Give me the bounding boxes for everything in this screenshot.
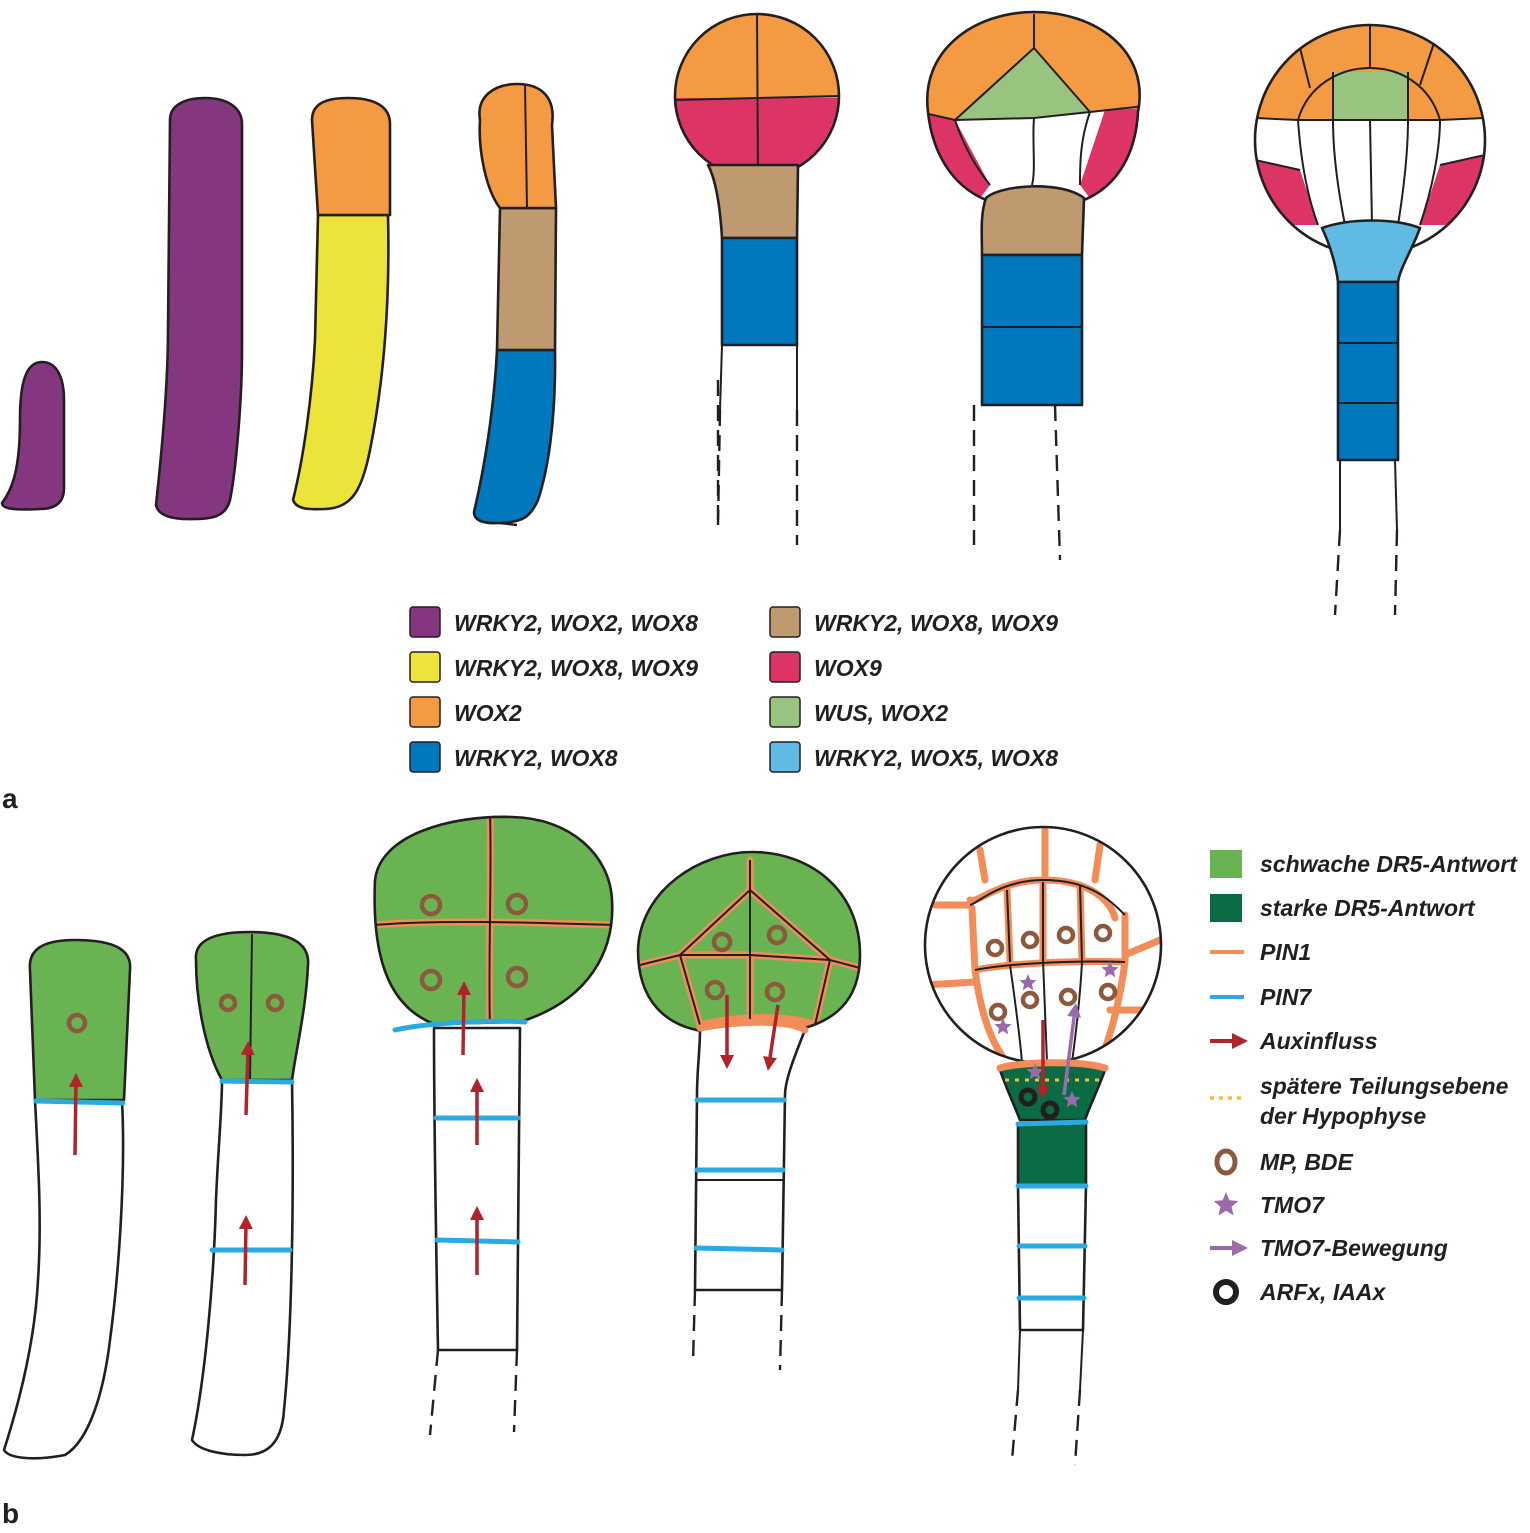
legend-a-label-3: WRKY2, WOX8 <box>454 745 618 771</box>
b5-tmo7-star-3 <box>1026 1063 1044 1080</box>
legend-b-label-9: ARFx, IAAx <box>1259 1279 1386 1305</box>
b1-two-cell-embryo <box>2 938 132 1460</box>
legend-a-label-2: WOX2 <box>454 700 522 726</box>
legend-b-label-1: starke DR5-Antwort <box>1260 895 1476 921</box>
a7-lightblue-hypophysis <box>1320 219 1422 284</box>
a4-tan-mid <box>495 206 558 352</box>
legend-b: schwache DR5-Antwort starke DR5-AntwortPI… <box>1210 850 1518 1305</box>
legend-a-swatch-5 <box>769 651 801 683</box>
legend-b-label-7: TMO7 <box>1260 1192 1325 1218</box>
a7-late-globular-embryo <box>1253 23 1487 616</box>
a4-blue-basal <box>472 348 557 525</box>
legend-b-label-4: Auxinfluss <box>1259 1028 1378 1054</box>
panel-label-b: b <box>2 1498 19 1529</box>
legend-a-swatch-7 <box>769 741 801 773</box>
legend-a-swatch-4 <box>769 606 801 638</box>
b5-tmo7-star-0 <box>1019 974 1037 991</box>
legend-b-label-3: PIN7 <box>1260 984 1312 1010</box>
panel-b: schwache DR5-Antwort starke DR5-AntwortPI… <box>2 815 1518 1529</box>
legend-a-label-4: WRKY2, WOX8, WOX9 <box>814 610 1058 636</box>
legend-a-label-5: WOX9 <box>814 655 882 681</box>
b5-uppermost-suspensor-strong-dr5 <box>1016 1121 1088 1187</box>
b1-auxin-arrow <box>68 1073 83 1156</box>
a5-tan-hypophysis <box>706 163 800 240</box>
legend-b-label-0: schwache DR5-Antwort <box>1260 851 1518 877</box>
a5-blue-suspensor <box>720 236 799 347</box>
b1-mp-bde-ring <box>66 1012 88 1034</box>
b5-arf-iaa-ring <box>1018 1087 1038 1107</box>
b5-tmo7-star-1 <box>1101 961 1119 978</box>
b2-embryo <box>190 930 310 1457</box>
a1-purple-zygote <box>0 360 66 511</box>
legend-b-label-5: spätere Teilungsebene <box>1260 1073 1509 1099</box>
black-ring-icon <box>1213 1279 1239 1305</box>
legend-a-swatch-2 <box>409 696 441 728</box>
b5-tmo7-star-2 <box>994 1018 1012 1035</box>
b5-dermatogen-embryo <box>923 825 1163 1466</box>
legend-a-swatch-1 <box>409 651 441 683</box>
a4-orange-apical <box>478 82 558 210</box>
legend-a-label-7: WRKY2, WOX5, WOX8 <box>814 745 1058 771</box>
b5-hypophysis-strong-dr5 <box>998 1060 1107 1122</box>
b1-apical-cell-weak-dr5 <box>28 938 132 1102</box>
a3-orange-apical-cell <box>310 96 392 217</box>
square-light-green-icon <box>1210 850 1242 878</box>
legend-a-swatch-3 <box>409 741 441 773</box>
brown-ring-icon <box>1214 1148 1238 1176</box>
b5-lower-suspensor <box>1016 1183 1088 1332</box>
b1-basal-cell <box>2 1098 125 1460</box>
a6-blue-suspensor <box>980 253 1084 407</box>
a6-tan-hypophysis <box>980 185 1086 257</box>
legend-b-label-5-line2: der Hypophyse <box>1260 1103 1426 1129</box>
a2-purple-elongated-zygote <box>154 96 244 521</box>
purple-star-icon <box>1213 1192 1239 1216</box>
a3-yellow-basal-cell <box>291 213 390 511</box>
b3-suspensor <box>432 1026 522 1352</box>
panel-label-a: a <box>2 783 18 814</box>
b2-suspensor <box>190 1078 295 1457</box>
legend-a-swatch-0 <box>409 606 441 638</box>
legend-b-label-2: PIN1 <box>1260 939 1311 965</box>
b4-octant-embryo <box>636 850 862 1371</box>
legend-a-label-6: WUS, WOX2 <box>814 700 948 726</box>
square-dark-green-icon <box>1210 894 1242 922</box>
legend-a-label-0: WRKY2, WOX2, WOX8 <box>454 610 698 636</box>
a6-early-heart-embryo <box>925 10 1141 561</box>
legend-b-label-6: MP, BDE <box>1260 1149 1354 1175</box>
a7-blue-suspensor <box>1336 280 1400 462</box>
legend-b-label-8: TMO7-Bewegung <box>1260 1235 1448 1261</box>
b5-tmo7-star-4 <box>1063 1091 1081 1108</box>
a5-globular-embryo <box>673 12 841 545</box>
b3-quadrant-embryo <box>373 815 614 1436</box>
legend-a-swatch-6 <box>769 696 801 728</box>
legend-a-label-1: WRKY2, WOX8, WOX9 <box>454 655 698 681</box>
